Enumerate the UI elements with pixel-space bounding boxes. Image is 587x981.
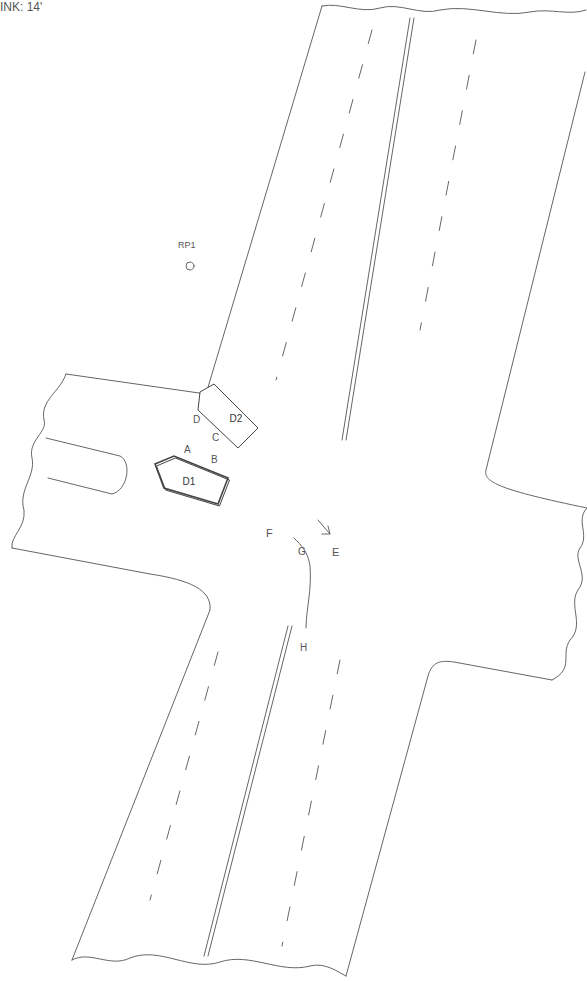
point-letter: G <box>298 546 306 557</box>
curb-line <box>346 661 552 976</box>
vehicle-outline: D1 <box>152 452 234 510</box>
point-letter: H <box>300 642 307 653</box>
direction-mark <box>318 520 330 534</box>
curb-line <box>66 374 206 394</box>
curb-line <box>486 72 587 508</box>
reference-label: RP1 <box>178 240 196 250</box>
vehicle-shape <box>157 458 230 506</box>
road-break <box>72 955 346 976</box>
road-break <box>322 5 586 13</box>
point-letter: D <box>193 414 200 425</box>
lane-line <box>150 652 218 900</box>
median-island <box>46 438 127 494</box>
lane-line <box>276 30 372 380</box>
scale-note: INK: 14' <box>0 0 42 14</box>
vehicle-outline: D2 <box>196 382 260 450</box>
point-letter: F <box>266 527 273 539</box>
road-break <box>12 374 66 548</box>
tire-mark <box>294 538 310 628</box>
point-letter: A <box>184 444 191 455</box>
point-letter: E <box>332 546 339 558</box>
lane-line <box>282 660 340 946</box>
curb-line <box>12 548 210 960</box>
lane-line <box>420 40 476 330</box>
vehicle-label: D2 <box>230 413 243 424</box>
vehicle-shape <box>196 382 260 450</box>
vehicle-shape <box>198 384 258 448</box>
center-line <box>204 626 292 956</box>
center-line <box>342 18 414 440</box>
curb-line <box>206 6 322 394</box>
vehicle-label: D1 <box>183 476 196 487</box>
reference-point <box>186 262 194 270</box>
road-break <box>552 508 587 680</box>
point-letter: C <box>212 432 219 443</box>
point-letter: B <box>211 454 218 465</box>
